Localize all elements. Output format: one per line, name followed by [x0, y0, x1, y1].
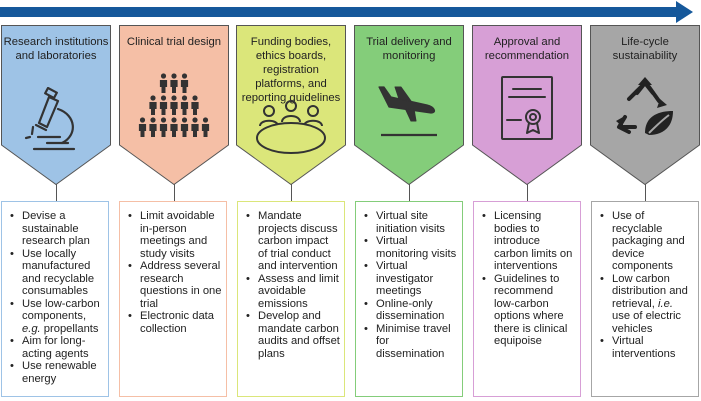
meeting-table-icon — [256, 100, 326, 154]
stage-chevron — [472, 25, 582, 185]
connector-line — [290, 184, 292, 201]
action-list: Virtual site initiation visitsVirtual mo… — [356, 202, 462, 360]
action-list: Licensing bodies to introduce carbon lim… — [474, 202, 580, 348]
action-list: Mandate projects discuss carbon impact o… — [238, 202, 344, 360]
connector-line — [408, 184, 410, 201]
action-item: Guidelines to recommend low-carbon optio… — [480, 273, 576, 348]
action-list: Limit avoidable in-person meetings and s… — [120, 202, 226, 335]
connector-line — [173, 184, 175, 201]
action-item: Virtual site initiation visits — [362, 210, 458, 235]
stage-actions-box: Mandate projects discuss carbon impact o… — [237, 201, 345, 397]
action-item: Address several research questions in on… — [126, 260, 222, 310]
stage-actions-box: Use of recyclable packaging and device c… — [591, 201, 699, 397]
action-item: Minimise travel for dissemination — [362, 323, 458, 361]
action-item: Virtual interventions — [598, 335, 694, 360]
action-item: Develop and mandate carbon audits and of… — [244, 310, 340, 360]
stage-actions-box: Virtual site initiation visitsVirtual mo… — [355, 201, 463, 397]
action-item: Use locally manufactured and recyclable … — [8, 248, 104, 298]
action-item: Mandate projects discuss carbon impact o… — [244, 210, 340, 273]
action-list: Devise a sustainable research planUse lo… — [2, 202, 108, 385]
action-item: Devise a sustainable research plan — [8, 210, 104, 248]
action-item: Use renewable energy — [8, 360, 104, 385]
stage-title: Clinical trial design — [126, 36, 222, 48]
action-item: Virtual monitoring visits — [362, 235, 458, 260]
action-item: Use low-carbon components, e.g. propella… — [8, 298, 104, 336]
stage-actions-box: Licensing bodies to introduce carbon lim… — [473, 201, 581, 397]
connector-line — [526, 184, 528, 201]
timeline-arrow — [0, 1, 693, 23]
stage-title: Trial delivery and monitoring — [366, 36, 452, 62]
airplane-landing-icon — [378, 86, 437, 137]
stage-title: Research institutions and laboratories — [3, 36, 109, 62]
action-item: Aim for long-acting agents — [8, 335, 104, 360]
action-item: Use of recyclable packaging and device c… — [598, 210, 694, 273]
people-group-icon — [138, 73, 210, 137]
certificate-icon — [501, 76, 553, 140]
recycle-leaf-icon — [616, 77, 673, 135]
stage-title: Life-cycle sustainability — [612, 36, 678, 62]
connector-line — [644, 184, 646, 201]
action-item: Online-only dissemination — [362, 298, 458, 323]
stage-title: Approval and recommendation — [484, 36, 570, 62]
action-item: Virtual investigator meetings — [362, 260, 458, 298]
connector-line — [55, 184, 57, 201]
stage-actions-box: Limit avoidable in-person meetings and s… — [119, 201, 227, 397]
action-item: Limit avoidable in-person meetings and s… — [126, 210, 222, 260]
action-item: Licensing bodies to introduce carbon lim… — [480, 210, 576, 273]
action-item: Low carbon distribution and retrieval, i… — [598, 273, 694, 336]
stage-chevron — [590, 25, 700, 185]
stage-actions-box: Devise a sustainable research planUse lo… — [1, 201, 109, 397]
action-item: Electronic data collection — [126, 310, 222, 335]
action-list: Use of recyclable packaging and device c… — [592, 202, 698, 360]
stage-title: Funding bodies, ethics boards, registrat… — [241, 36, 341, 104]
microscope-icon — [24, 87, 76, 151]
action-item: Assess and limit avoidable emissions — [244, 273, 340, 311]
